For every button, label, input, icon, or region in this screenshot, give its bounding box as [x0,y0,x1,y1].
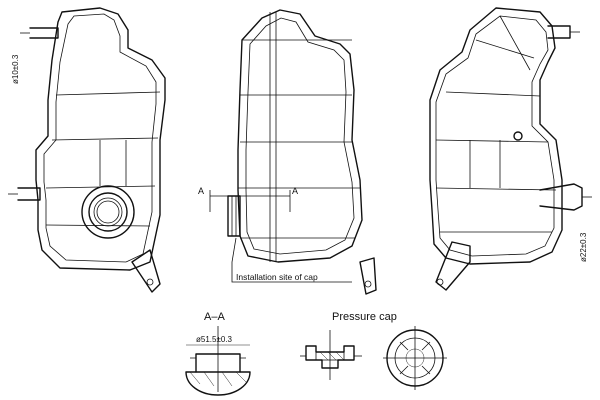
cap-diameter-label: ø51.5±0.3 [196,335,233,344]
section-marker-right: A [292,186,298,196]
dim-label-right: ø22±0.3 [579,232,588,262]
section-line-a-a [209,190,291,212]
tank-rear-view [429,7,592,291]
tank-side-view [227,9,377,295]
pressure-cap-title: Pressure cap [332,311,397,323]
section-marker-left: A [198,186,204,196]
pressure-cap-side-view [300,330,362,380]
section-title: A–A [204,311,225,323]
installation-leader [231,237,352,283]
section-a-a-detail [185,326,251,396]
filler-neck-front [81,185,135,239]
installation-note: Installation site of cap [236,272,318,282]
dim-label-left: ø10±0.3 [11,54,20,84]
cap-top-view-icon [383,326,447,390]
tank-front-view [8,7,166,293]
